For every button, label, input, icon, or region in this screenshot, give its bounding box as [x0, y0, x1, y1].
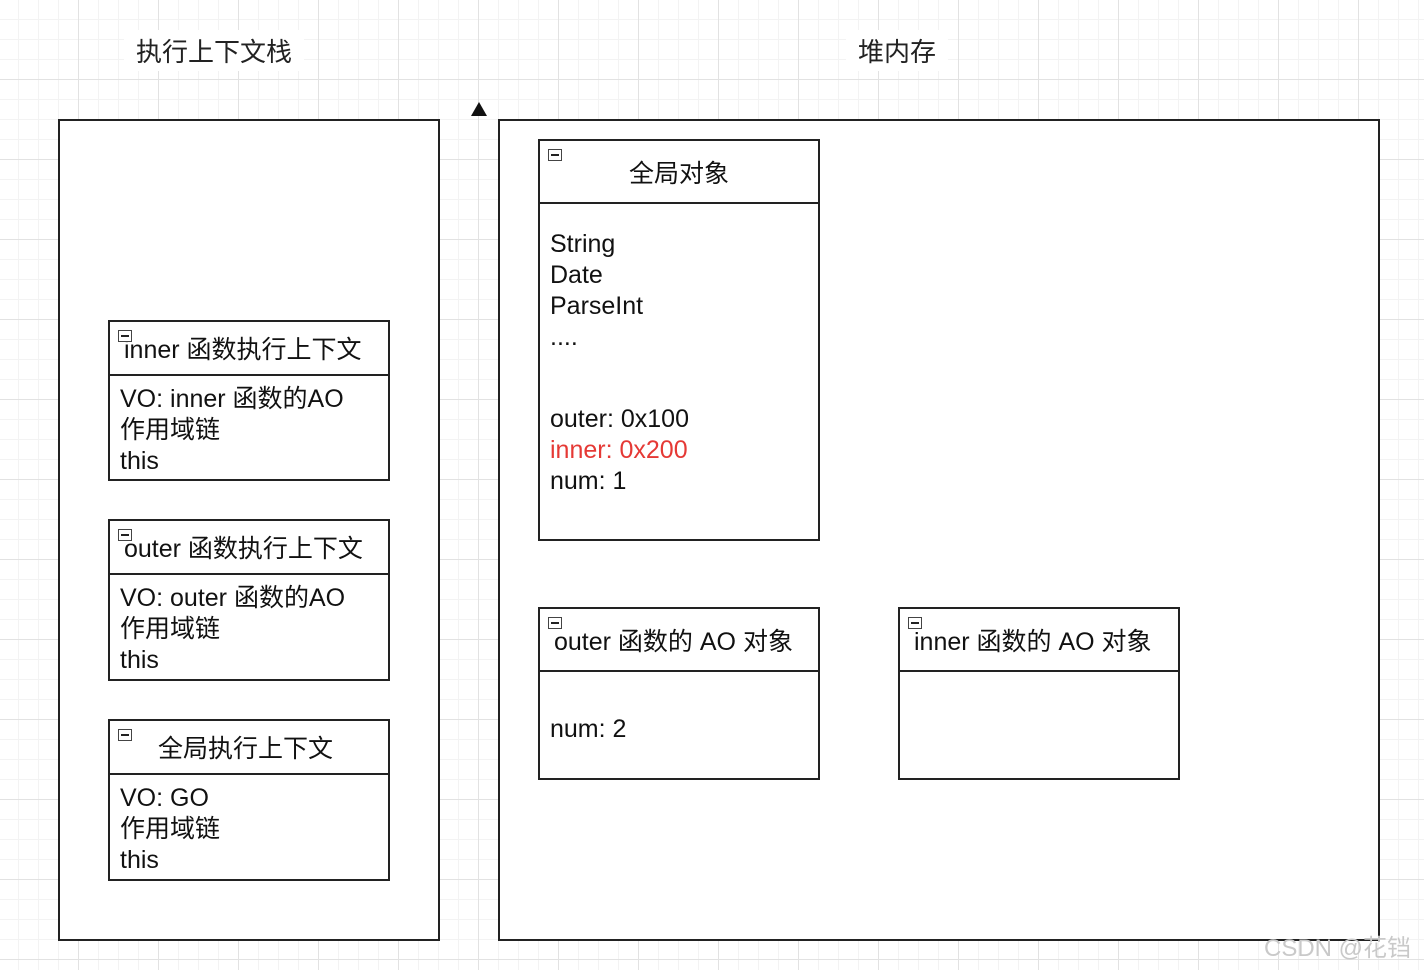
- object-header-label: 全局对象: [628, 159, 729, 188]
- global-object[interactable]: 全局对象 String Date ParseInt .... outer: 0x…: [538, 139, 820, 541]
- ref-outer: outer: 0x100: [550, 405, 689, 433]
- inner-ao-object[interactable]: inner 函数的 AO 对象: [898, 607, 1180, 780]
- object-header-label: outer 函数的 AO 对象: [554, 627, 793, 656]
- collapse-icon[interactable]: [908, 617, 922, 629]
- frame-this: this: [120, 846, 159, 874]
- arrow-up-icon: [471, 102, 487, 116]
- frame-header: 全局执行上下文: [110, 721, 388, 775]
- frame-this: this: [120, 447, 159, 475]
- collapse-icon[interactable]: [118, 330, 132, 342]
- builtin-string: String: [550, 230, 616, 258]
- frame-header-label: inner 函数执行上下文: [124, 336, 362, 364]
- ref-inner: inner: 0x200: [550, 436, 688, 464]
- frame-header-label: 全局执行上下文: [158, 735, 334, 763]
- ref-num: num: 1: [550, 467, 627, 495]
- object-refs: outer: 0x100 inner: 0x200 num: 1: [550, 404, 812, 497]
- collapse-icon[interactable]: [548, 149, 562, 161]
- outer-execution-context[interactable]: outer 函数执行上下文 VO: outer 函数的AO 作用域链 this: [108, 519, 390, 681]
- object-header: inner 函数的 AO 对象: [900, 609, 1178, 672]
- frame-vo: VO: inner 函数的AO: [120, 385, 344, 413]
- frame-this: this: [120, 646, 159, 674]
- object-header-label: inner 函数的 AO 对象: [914, 627, 1152, 656]
- object-header: outer 函数的 AO 对象: [540, 609, 818, 672]
- outer-ao-object[interactable]: outer 函数的 AO 对象 num: 2: [538, 607, 820, 780]
- stack-title: 执行上下文栈: [124, 30, 305, 71]
- object-builtins: String Date ParseInt ....: [550, 229, 812, 353]
- frame-body: VO: outer 函数的AO 作用域链 this: [120, 583, 382, 676]
- collapse-icon[interactable]: [118, 729, 132, 741]
- frame-scope-chain: 作用域链: [120, 416, 221, 444]
- frame-vo: VO: outer 函数的AO: [120, 584, 346, 612]
- builtin-parseint: ParseInt: [550, 292, 644, 320]
- frame-vo: VO: GO: [120, 784, 209, 812]
- global-execution-context[interactable]: 全局执行上下文 VO: GO 作用域链 this: [108, 719, 390, 881]
- frame-scope-chain: 作用域链: [120, 815, 221, 843]
- watermark: CSDN @花铛: [1264, 935, 1412, 962]
- collapse-icon[interactable]: [548, 617, 562, 629]
- frame-body: VO: GO 作用域链 this: [120, 783, 382, 876]
- builtin-ellipsis: ....: [550, 323, 578, 351]
- ao-num: num: 2: [550, 715, 627, 743]
- frame-header: inner 函数执行上下文: [110, 322, 388, 376]
- frame-header: outer 函数执行上下文: [110, 521, 388, 575]
- object-header: 全局对象: [540, 141, 818, 204]
- frame-body: VO: inner 函数的AO 作用域链 this: [120, 384, 382, 477]
- inner-execution-context[interactable]: inner 函数执行上下文 VO: inner 函数的AO 作用域链 this: [108, 320, 390, 481]
- object-body: num: 2: [550, 714, 812, 745]
- frame-scope-chain: 作用域链: [120, 615, 221, 643]
- frame-header-label: outer 函数执行上下文: [124, 535, 363, 563]
- heap-title: 堆内存: [846, 30, 949, 71]
- collapse-icon[interactable]: [118, 529, 132, 541]
- builtin-date: Date: [550, 261, 603, 289]
